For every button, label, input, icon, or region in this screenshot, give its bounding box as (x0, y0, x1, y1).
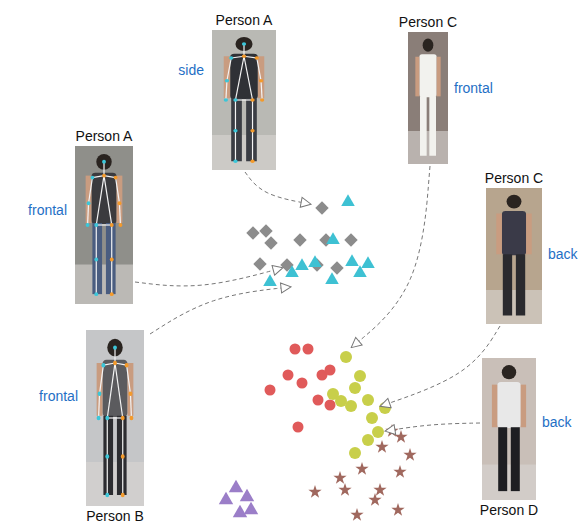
yellow-dot (362, 434, 374, 446)
brown-star (350, 508, 363, 521)
cyan-triangle (361, 256, 375, 268)
red-dot (290, 344, 301, 355)
person-photo: Person Dback (482, 358, 536, 500)
brown-star (338, 483, 351, 496)
gray-diamond (246, 226, 259, 239)
cyan-triangle (263, 274, 277, 286)
brown-star (355, 462, 368, 475)
gray-diamond (293, 233, 306, 246)
purple-triangle (229, 480, 243, 492)
purple-triangle (233, 505, 247, 517)
person-photo: Person Cback (486, 188, 542, 324)
view-label: frontal (28, 202, 67, 218)
cyan-triangle (345, 254, 359, 266)
person-name: Person C (399, 14, 457, 30)
brown-star (393, 465, 406, 478)
person-image (482, 358, 536, 500)
yellow-dot (362, 394, 374, 406)
red-dot (325, 365, 336, 376)
yellow-dot (349, 447, 361, 459)
yellow-dot (349, 382, 361, 394)
view-label: back (542, 414, 572, 430)
person-image (75, 146, 133, 304)
brown-star (368, 493, 381, 506)
leader-arrow (245, 172, 310, 204)
gray-diamond (344, 233, 357, 246)
cyan-triangle (285, 265, 299, 277)
person-name: Person D (480, 502, 538, 518)
person-photo: Person Afrontal (75, 146, 133, 304)
red-dot (283, 370, 294, 381)
cyan-triangle (341, 194, 355, 206)
yellow-dot (366, 412, 378, 424)
person-photo: Person Cfrontal (408, 32, 448, 164)
gray-diamond (264, 236, 277, 249)
yellow-dot (340, 351, 352, 363)
cyan-triangle (353, 265, 367, 277)
brown-star (391, 503, 404, 516)
red-dot (325, 400, 336, 411)
yellow-dot (379, 402, 391, 414)
red-dot (265, 385, 276, 396)
brown-star (394, 430, 407, 443)
view-label: frontal (39, 388, 78, 404)
leader-arrow (135, 268, 282, 286)
cyan-triangle (326, 232, 340, 244)
person-photo: Person Aside (212, 30, 276, 170)
purple-triangle (219, 492, 233, 504)
person-image (408, 32, 448, 164)
yellow-dot (345, 400, 357, 412)
brown-star (373, 483, 386, 496)
red-dot (303, 344, 314, 355)
yellow-dot (354, 370, 366, 382)
gray-diamond (259, 224, 272, 237)
view-label: frontal (454, 80, 493, 96)
leader-arrow (150, 287, 290, 334)
person-name: Person A (216, 12, 273, 28)
cyan-triangle (308, 255, 322, 267)
leader-arrow (352, 166, 430, 347)
brown-star (375, 440, 388, 453)
person-image (86, 330, 144, 506)
person-name: Person C (485, 170, 543, 186)
cyan-triangle (295, 258, 309, 270)
purple-triangle (244, 502, 258, 514)
person-image (486, 188, 542, 324)
view-label: side (178, 62, 204, 78)
purple-triangle (240, 489, 254, 501)
person-name: Person A (76, 128, 133, 144)
red-dot (293, 422, 304, 433)
cyan-triangle (325, 272, 339, 284)
red-dot (297, 378, 308, 389)
view-label: back (548, 246, 578, 262)
person-image (212, 30, 276, 170)
person-name: Person B (86, 508, 144, 524)
red-dot (313, 395, 324, 406)
yellow-dot (372, 426, 384, 438)
gray-diamond (315, 201, 328, 214)
person-photo: Person Bfrontal (86, 330, 144, 506)
brown-star (403, 448, 416, 461)
brown-star (308, 485, 321, 498)
leader-arrow (386, 423, 480, 431)
gray-diamond (253, 257, 266, 270)
embedding-points (219, 194, 417, 521)
brown-star (333, 471, 346, 484)
